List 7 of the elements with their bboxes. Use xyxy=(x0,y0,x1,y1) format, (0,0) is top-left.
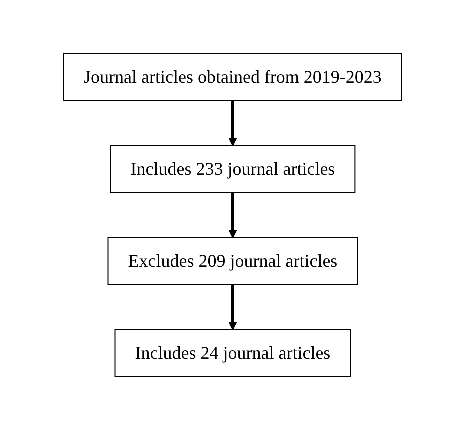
node-box: Includes 24 journal articles xyxy=(114,329,351,377)
arrow xyxy=(228,100,237,146)
node-box: Journal articles obtained from 2019-2023 xyxy=(63,53,402,101)
arrow xyxy=(228,192,237,238)
arrow xyxy=(228,284,237,330)
node-box: Includes 233 journal articles xyxy=(110,145,356,193)
node-box: Excludes 209 journal articles xyxy=(107,237,358,285)
